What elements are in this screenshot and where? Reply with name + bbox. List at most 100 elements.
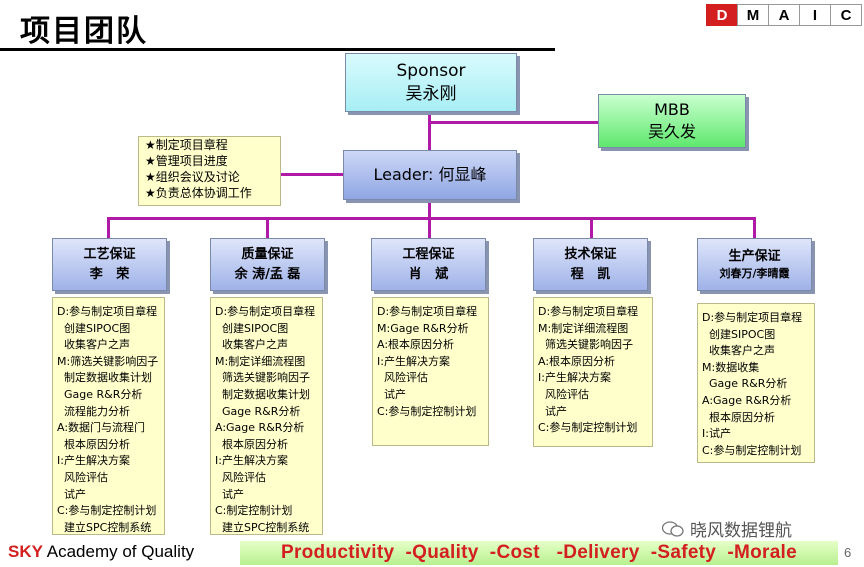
- sponsor-role: Sponsor: [396, 60, 466, 81]
- dept-owner: 李 荣: [89, 266, 130, 282]
- dept-detail-line: 风险评估: [215, 470, 266, 484]
- dept-detail-line: C:制定控制计划: [215, 504, 293, 518]
- brand-sky: SKY: [8, 542, 43, 561]
- dept-detail-line: C:参与制定控制计划: [702, 443, 802, 457]
- dept-detail-line: A:Gage R&R分析: [215, 421, 305, 435]
- connector-dept-2: [266, 217, 269, 238]
- dept-detail-line: D:参与制定项目章程: [702, 311, 803, 324]
- dept-detail-line: 根本原因分析: [57, 437, 130, 451]
- leader-task: ★管理项目进度: [145, 154, 228, 168]
- dept-detail-line: 风险评估: [377, 371, 428, 385]
- dept-detail-line: M:Gage R&R分析: [377, 321, 469, 335]
- dept-detail-line: 根本原因分析: [215, 437, 288, 451]
- dept-owner: 肖 斌: [408, 266, 449, 282]
- dept-detail-line: M:制定详细流程图: [538, 321, 629, 335]
- dept-detail-line: A:根本原因分析: [377, 338, 455, 352]
- dmaic-d: D: [706, 4, 738, 26]
- dept-detail-line: 根本原因分析: [702, 410, 775, 424]
- dept-detail-line: A:数据门与流程门: [57, 421, 146, 435]
- connector-dept-1: [107, 217, 110, 238]
- dept-detail-line: 试产: [57, 487, 86, 501]
- sponsor-box: Sponsor 吴永刚: [345, 53, 517, 112]
- dept-detail-line: 风险评估: [538, 387, 589, 401]
- dept-detail-line: 制定数据收集计划: [215, 387, 310, 401]
- dept-detail-line: I:试产: [702, 427, 731, 441]
- dmaic-i: I: [799, 4, 831, 26]
- dept-detail-line: M:筛选关键影响因子: [57, 354, 159, 368]
- dept-owner: 程 凯: [570, 266, 611, 282]
- watermark: 晓风数据锂航: [662, 516, 792, 541]
- dept-detail-line: C:参与制定控制计划: [538, 421, 638, 435]
- dept-detail-line: 建立SPC控制系统: [215, 520, 310, 534]
- dept-detail-process: D:参与制定项目章程 创建SIPOC图 收集客户之声 M:筛选关键影响因子 制定数…: [52, 297, 165, 535]
- dept-detail-line: A:Gage R&R分析: [702, 393, 792, 407]
- dept-box-technology: 技术保证 程 凯: [533, 238, 648, 291]
- dept-detail-line: Gage R&R分析: [57, 387, 143, 401]
- watermark-text: 晓风数据锂航: [690, 521, 792, 541]
- mbb-role: MBB: [654, 100, 690, 120]
- dept-detail-line: 试产: [538, 404, 567, 418]
- dept-box-quality: 质量保证 余 涛/孟 磊: [210, 238, 325, 291]
- leader-box: Leader: 何显峰: [343, 150, 517, 200]
- dmaic-badge: D M A I C: [706, 4, 862, 26]
- dept-detail-line: D:参与制定项目章程: [215, 305, 316, 318]
- page-number: 6: [844, 545, 852, 560]
- dept-detail-production: D:参与制定项目章程 创建SIPOC图 收集客户之声 M:数据收集 Gage R&…: [697, 303, 815, 463]
- connector-leader-down: [428, 198, 431, 218]
- leader-task: ★制定项目章程: [145, 138, 228, 152]
- dept-detail-line: 收集客户之声: [215, 338, 288, 352]
- dept-detail-line: 筛选关键影响因子: [538, 338, 633, 352]
- slogan-bar: Productivity -Quality -Cost -Delivery -S…: [240, 541, 838, 565]
- connector-mbb-horizontal: [428, 121, 600, 124]
- dept-detail-line: C:参与制定控制计划: [57, 504, 157, 518]
- connector-sponsor-leader: [428, 110, 431, 150]
- dept-detail-line: 制定数据收集计划: [57, 371, 152, 385]
- mbb-box: MBB 吴久发: [598, 94, 746, 148]
- leader-tasks-box: ★制定项目章程 ★管理项目进度 ★组织会议及讨论 ★负责总体协调工作: [138, 136, 281, 206]
- dept-title: 工艺保证: [83, 247, 136, 262]
- dept-detail-line: D:参与制定项目章程: [57, 305, 158, 318]
- sponsor-name: 吴永刚: [405, 83, 457, 104]
- leader-label: Leader: 何显峰: [373, 165, 487, 185]
- dept-box-process: 工艺保证 李 荣: [52, 238, 167, 291]
- mbb-name: 吴久发: [647, 122, 696, 141]
- dept-detail-line: 试产: [215, 487, 244, 501]
- connector-horizontal-bus: [107, 217, 756, 220]
- dept-detail-line: 风险评估: [57, 470, 108, 484]
- dept-detail-engineering: D:参与制定项目章程 M:Gage R&R分析 A:根本原因分析 I:产生解决方案 风…: [372, 297, 489, 446]
- dept-detail-line: 收集客户之声: [57, 338, 130, 352]
- dept-detail-line: 建立SPC控制系统: [57, 520, 152, 534]
- dept-detail-line: I:产生解决方案: [377, 354, 450, 368]
- dept-detail-line: Gage R&R分析: [702, 377, 788, 391]
- dept-detail-line: M:数据收集: [702, 360, 760, 374]
- dept-box-engineering: 工程保证 肖 斌: [371, 238, 486, 291]
- leader-task: ★负责总体协调工作: [145, 186, 252, 200]
- connector-tasks-leader: [281, 173, 343, 176]
- connector-dept-4: [590, 217, 593, 238]
- dept-title: 工程保证: [402, 247, 455, 262]
- dept-title: 质量保证: [241, 247, 294, 262]
- dept-title: 技术保证: [564, 247, 617, 262]
- slogan-text: Productivity -Quality -Cost -Delivery -S…: [280, 542, 798, 563]
- dept-detail-line: I:产生解决方案: [57, 454, 130, 468]
- dept-detail-line: 收集客户之声: [702, 344, 775, 358]
- dept-detail-line: 流程能力分析: [57, 404, 130, 418]
- dept-detail-line: 试产: [377, 387, 406, 401]
- dmaic-a: A: [768, 4, 800, 26]
- dept-detail-technology: D:参与制定项目章程 M:制定详细流程图 筛选关键影响因子 A:根本原因分析 I:产生…: [533, 297, 653, 447]
- dept-detail-line: 筛选关键影响因子: [215, 371, 310, 385]
- dept-detail-line: I:产生解决方案: [538, 371, 611, 385]
- dept-detail-line: D:参与制定项目章程: [377, 305, 478, 318]
- dept-title: 生产保证: [728, 248, 781, 264]
- dept-detail-line: M:制定详细流程图: [215, 354, 306, 368]
- title-underline: [0, 48, 555, 51]
- wechat-icon: [662, 520, 684, 537]
- dept-detail-line: 创建SIPOC图: [57, 321, 131, 335]
- dept-detail-line: C:参与制定控制计划: [377, 404, 477, 418]
- dmaic-c: C: [830, 4, 862, 26]
- footer-brand: SKY Academy of Quality: [8, 542, 194, 562]
- dept-detail-line: A:根本原因分析: [538, 354, 616, 368]
- dept-detail-line: D:参与制定项目章程: [538, 305, 639, 318]
- dept-detail-line: 创建SIPOC图: [702, 327, 776, 341]
